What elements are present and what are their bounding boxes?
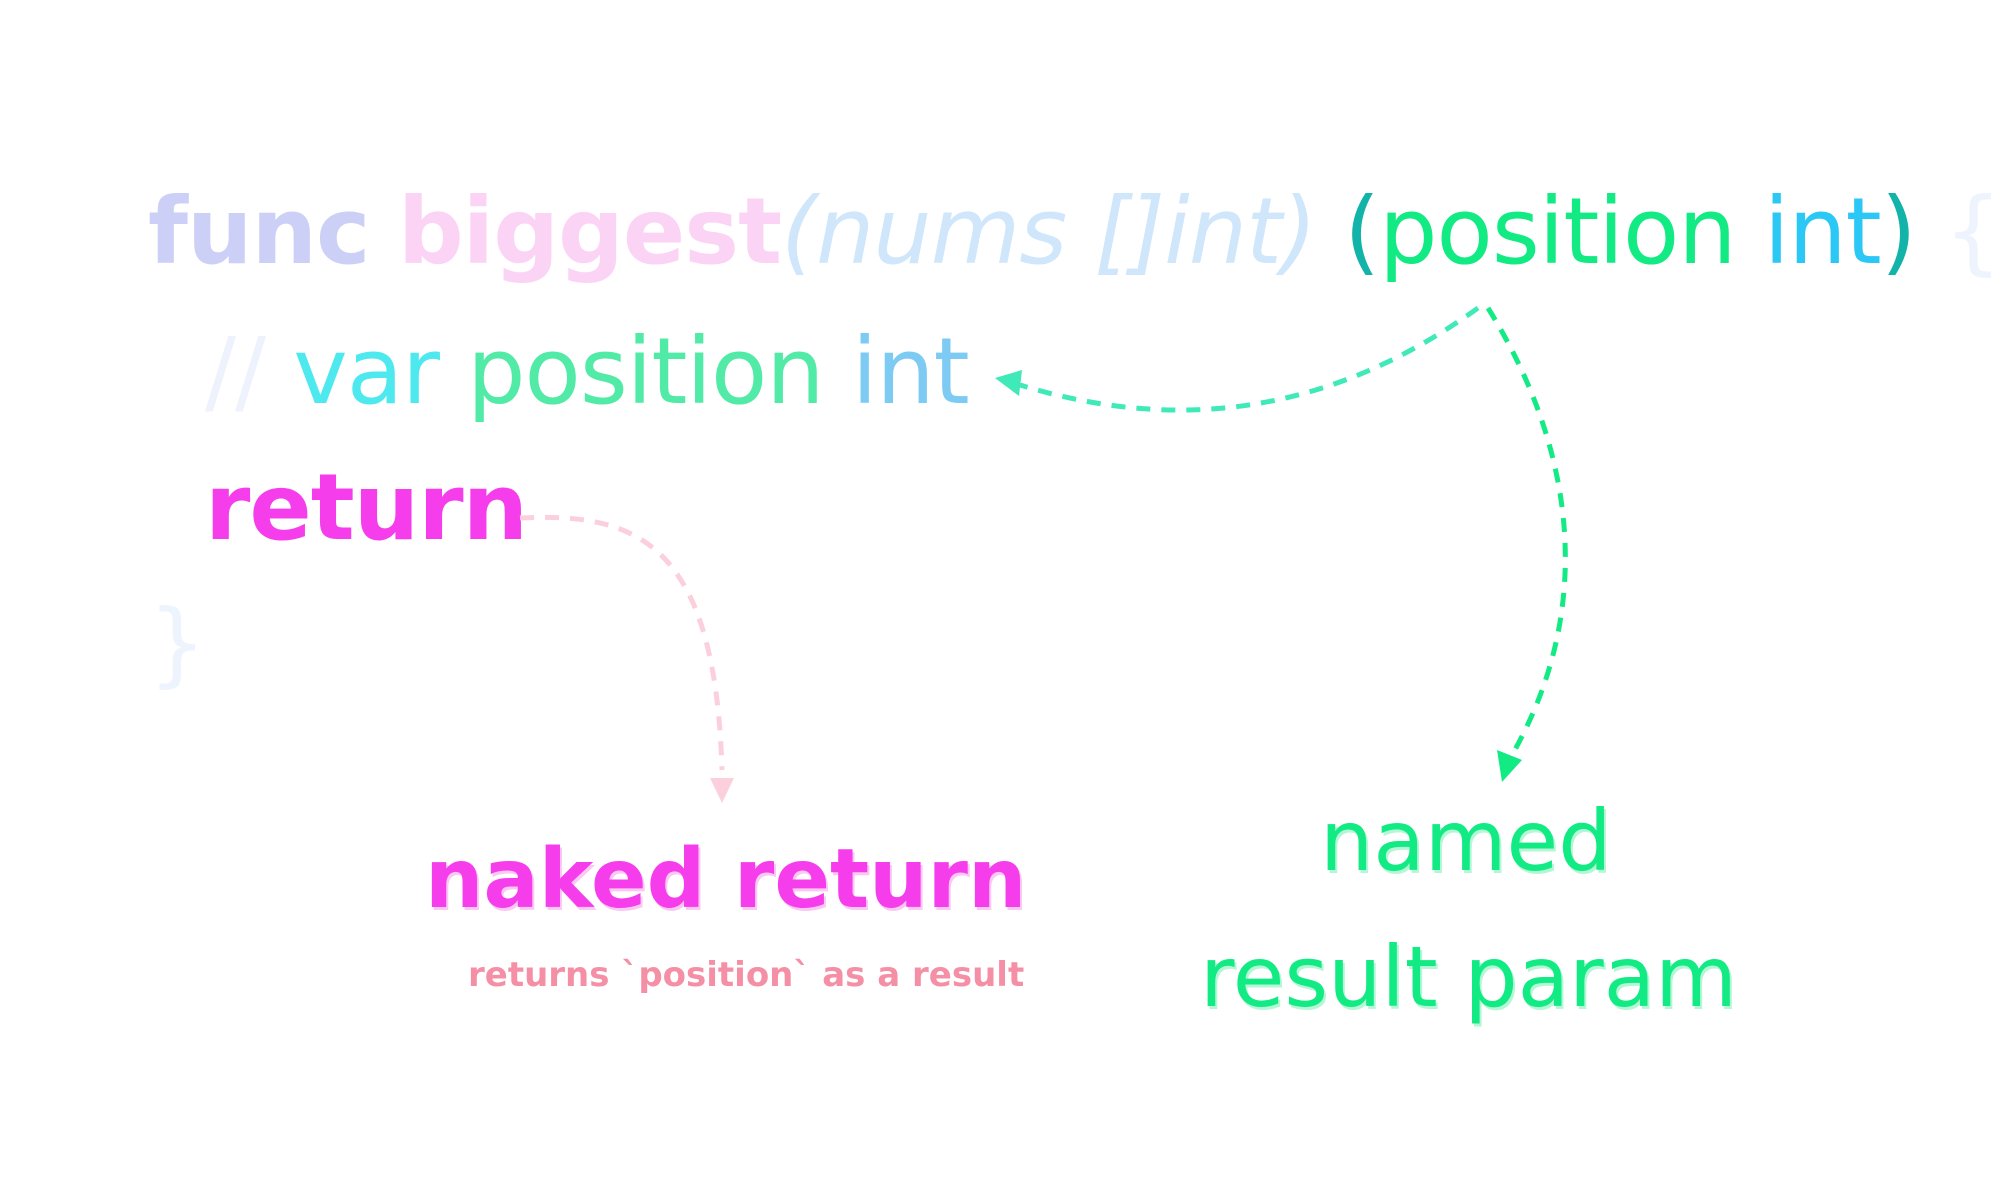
result-paren-close: ): [1880, 178, 1917, 285]
result-paren-open: (: [1344, 178, 1380, 285]
arrowhead-var-comment: [995, 370, 1022, 396]
return-keyword: return: [205, 454, 528, 561]
arrowhead-named-label: [1497, 750, 1522, 782]
arrow-return-to-naked-label: [519, 514, 725, 771]
comment-marker: //: [205, 318, 266, 425]
naked-return-title: naked return: [425, 832, 1027, 927]
open-brace: {: [1943, 178, 2000, 285]
var-type: int: [851, 318, 970, 425]
result-param-name: position: [1379, 178, 1736, 285]
arrow-result-to-var-comment: [1019, 305, 1480, 413]
result-param-type: int: [1763, 178, 1882, 285]
code-line-close-brace: }: [148, 598, 207, 690]
arrowhead-naked-label: [710, 778, 734, 803]
var-name: position: [467, 318, 824, 425]
var-keyword: var: [293, 318, 440, 425]
named-result-label-line2: result param: [1200, 928, 1737, 1026]
arrow-result-to-named-label: [1485, 306, 1568, 757]
code-line-func-signature: func biggest(nums []int) (position int) …: [148, 186, 2000, 278]
naked-return-subtitle: returns `position` as a result: [468, 955, 1025, 995]
function-name: biggest: [397, 178, 782, 285]
named-result-label-line1: named: [1320, 792, 1612, 890]
close-brace: }: [148, 590, 207, 697]
code-line-comment-var: // var position int: [205, 326, 970, 418]
function-params: (nums []int): [781, 178, 1317, 285]
code-line-return: return: [205, 462, 528, 554]
func-keyword: func: [148, 178, 371, 285]
